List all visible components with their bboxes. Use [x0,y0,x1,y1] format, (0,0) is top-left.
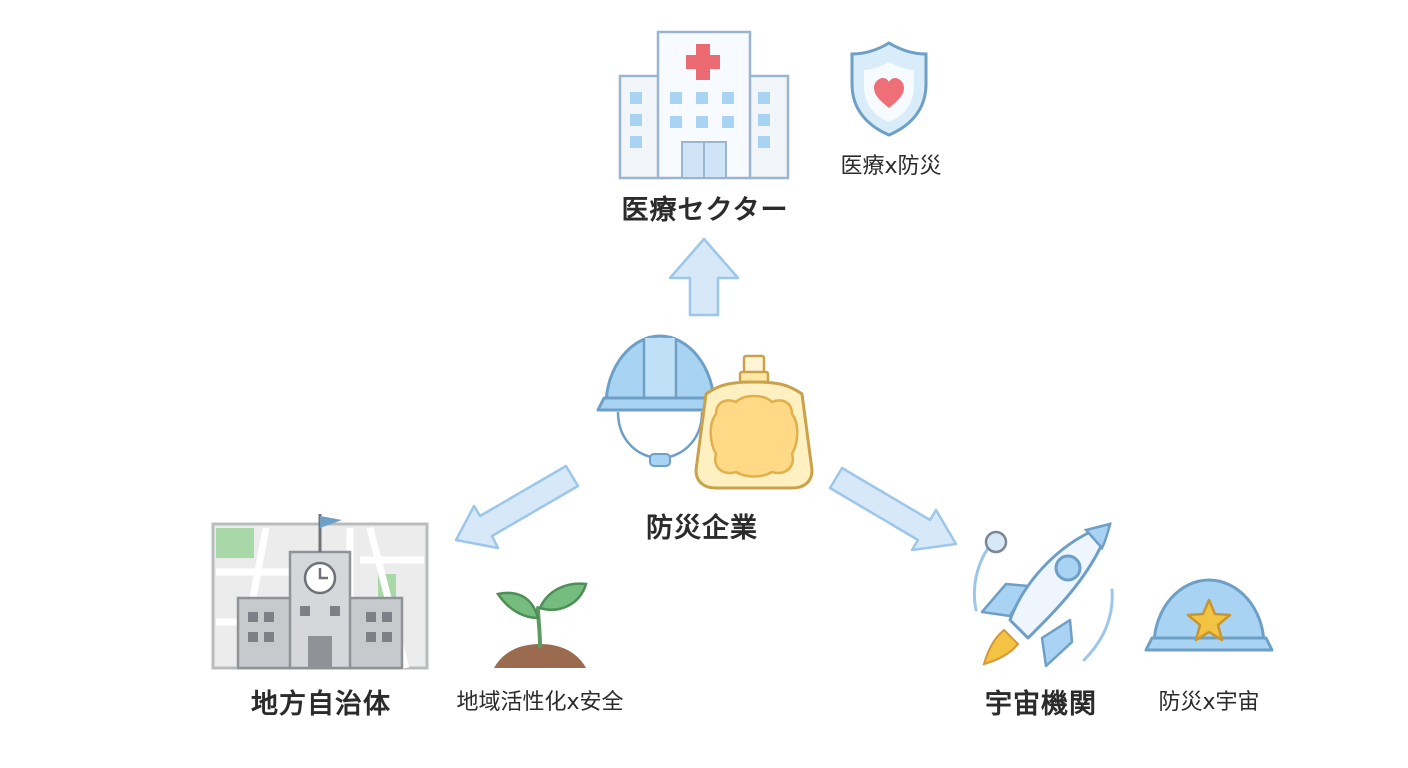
node-sublabel-municipality: 地域活性化x安全 [456,690,624,715]
node-sublabel-space-agency: 防災x宇宙 [1158,690,1260,715]
rocket-icon [972,522,1114,668]
arrow-down-left [454,464,580,550]
star-helmet-icon [1144,578,1274,652]
node-label-space-agency: 宇宙機関 [985,689,1097,720]
shield-heart-icon [850,41,928,137]
node-sublabel-medical: 医療x防災 [840,154,942,179]
hospital-icon [618,30,790,180]
node-label-municipality: 地方自治体 [251,689,391,720]
arrow-up [668,237,740,317]
sprout-icon [494,582,588,668]
emergency-pouch-icon [694,354,814,490]
helmet-icon [596,334,724,467]
arrow-down-right [828,466,958,552]
city-hall-map-icon [211,514,429,670]
node-label-medical: 医療セクター [621,195,789,226]
center-label: 防災企業 [646,513,758,544]
